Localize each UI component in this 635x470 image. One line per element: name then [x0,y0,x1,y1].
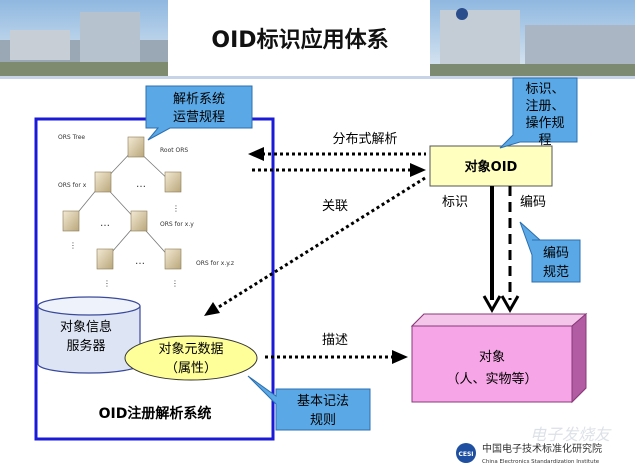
svg-text:…: … [136,179,146,190]
svg-text:…: … [100,218,110,229]
svg-text:Root ORS: Root ORS [160,147,188,154]
callout-oid-rules: 标识、 注册、 操作规 程 [499,77,578,149]
svg-text:对象信息: 对象信息 [60,319,112,335]
identify-arrowhead [482,295,502,314]
registration-system-frame [34,117,275,441]
server-icon [62,136,182,270]
svg-text:对象元数据: 对象元数据 [158,342,223,357]
svg-text:基本记法: 基本记法 [297,394,349,409]
svg-text:⋮: ⋮ [171,279,179,288]
svg-text:（属性）: （属性） [165,361,217,376]
callout-encoding-spec: 编码 规范 [519,221,581,283]
svg-text:ORS for x: ORS for x [58,182,87,189]
info-server-cylinder: 对象信息 服务器 [37,296,141,374]
describe-arrowhead [392,350,408,364]
object-oid-box: 对象OID [429,145,553,187]
object-box: 对象 （人、实物等） [410,312,588,404]
cesi-logo: CESI 中国电子技术标准化研究院 China Electronics Stan… [456,425,612,465]
svg-text:运营规程: 运营规程 [173,110,225,125]
distributed-arrowhead-right [410,163,426,177]
callout-notation-rules: 基本记法 规则 [247,375,371,431]
svg-text:ORS Tree: ORS Tree [58,134,85,141]
svg-text:程: 程 [538,133,551,148]
svg-text:…: … [135,256,145,267]
describe-label: 描述 [322,333,348,348]
svg-text:⋮: ⋮ [103,279,111,288]
header-photo-left [0,0,168,76]
svg-text:ORS for x.y.z: ORS for x.y.z [196,260,234,267]
distributed-arrowhead-left [248,147,264,161]
svg-text:（人、实物等）: （人、实物等） [446,371,537,387]
ors-tree: ORS Tree Root ORS ORS for x ORS for x.y … [58,134,234,288]
svg-text:ORS for x.y: ORS for x.y [160,221,194,228]
system-label: OID注册解析系统 [99,405,212,422]
callout-resolution-rules: 解析系统 运营规程 [145,85,253,141]
svg-text:对象OID: 对象OID [465,159,518,175]
svg-text:编码: 编码 [543,246,569,261]
distributed-resolution-arrows [252,152,426,172]
svg-text:服务器: 服务器 [66,338,105,354]
svg-text:⋮: ⋮ [172,204,180,213]
header-divider [0,76,635,79]
distributed-label: 分布式解析 [332,132,397,147]
svg-text:对象: 对象 [479,350,505,365]
watermark: 电子发烧友 [530,425,612,444]
svg-text:解析系统: 解析系统 [173,92,225,107]
association-arrowhead [204,302,220,316]
metadata-ellipse: 对象元数据 （属性） [124,335,258,381]
svg-text:规范: 规范 [543,265,569,280]
header-photo-right [430,0,635,76]
page-title: OID标识应用体系 [211,27,388,53]
encode-arrowhead [500,295,520,314]
svg-text:⋮: ⋮ [69,241,77,250]
identify-label: 标识 [442,195,468,210]
svg-text:China Electronics Standardizat: China Electronics Standardization Instit… [482,459,600,465]
svg-text:操作规: 操作规 [525,115,564,131]
association-label: 关联 [322,199,348,214]
svg-text:注册、: 注册、 [525,99,564,114]
svg-text:中国电子技术标准化研究院: 中国电子技术标准化研究院 [482,442,602,455]
svg-text:规则: 规则 [310,413,336,428]
svg-text:标识、: 标识、 [525,82,564,97]
svg-text:CESI: CESI [458,451,473,458]
encode-label: 编码 [520,195,546,210]
